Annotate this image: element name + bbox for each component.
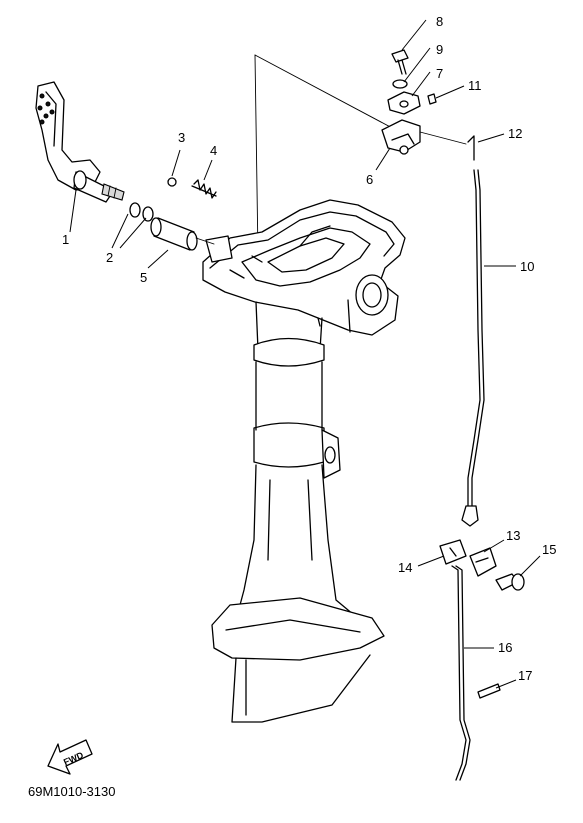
callout-3: 3 xyxy=(178,130,185,145)
diagram-code: 69M1010-3130 xyxy=(28,784,115,799)
callout-10: 10 xyxy=(520,259,534,274)
ball xyxy=(167,177,177,187)
rod-connector xyxy=(439,539,525,699)
callout-12: 12 xyxy=(508,126,522,141)
callout-6: 6 xyxy=(366,172,373,187)
callout-15: 15 xyxy=(542,542,556,557)
lower-shift-rod xyxy=(451,565,471,781)
callout-13: 13 xyxy=(506,528,520,543)
bushing xyxy=(150,217,215,251)
callout-9: 9 xyxy=(436,42,443,57)
shift-rod xyxy=(467,169,485,509)
o-rings xyxy=(129,202,154,222)
casing-assembly xyxy=(202,54,406,723)
callout-16: 16 xyxy=(498,640,512,655)
callout-17: 17 xyxy=(518,668,532,683)
fwd-arrow-icon: FWD xyxy=(47,739,93,775)
callout-7: 7 xyxy=(436,66,443,81)
callout-labels: 1 2 3 4 5 6 7 8 9 10 11 12 13 14 15 16 1… xyxy=(62,14,556,683)
callout-2: 2 xyxy=(106,250,113,265)
leader-lines xyxy=(69,19,541,689)
callout-11: 11 xyxy=(468,78,482,93)
callout-4: 4 xyxy=(210,143,217,158)
callout-14: 14 xyxy=(398,560,412,575)
spring xyxy=(191,179,217,199)
callout-1: 1 xyxy=(62,232,69,247)
shift-handle xyxy=(35,81,125,203)
shift-lever-linkage xyxy=(381,49,475,161)
callout-5: 5 xyxy=(140,270,147,285)
callout-8: 8 xyxy=(436,14,443,29)
